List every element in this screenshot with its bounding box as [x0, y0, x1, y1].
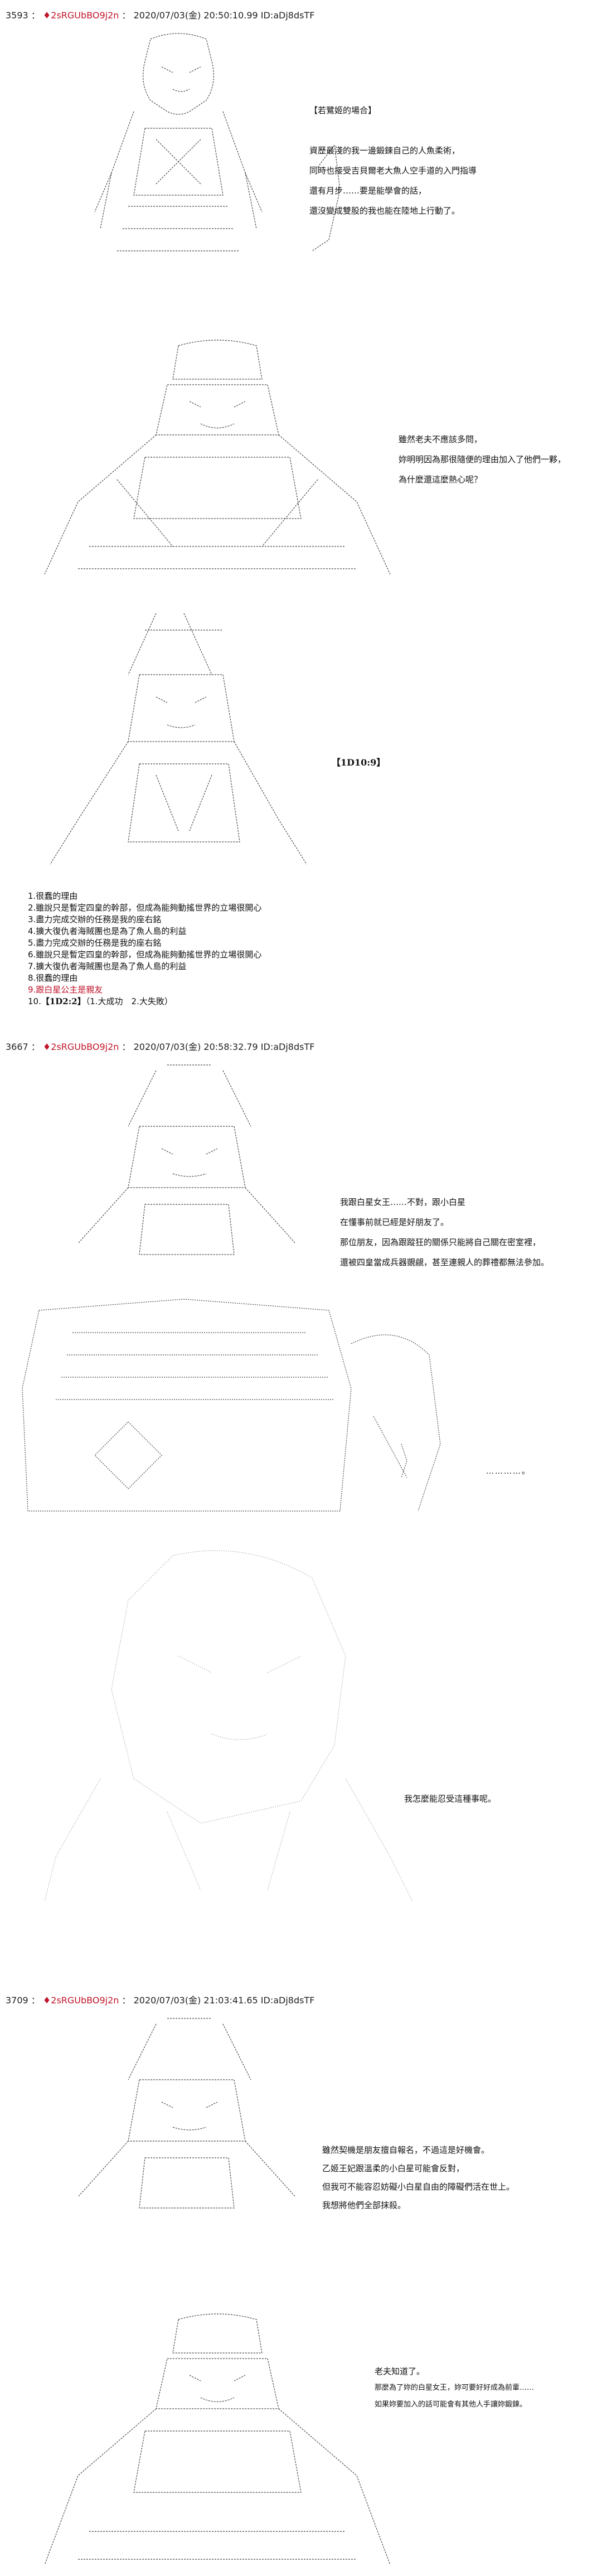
- ascii-art-character: [45, 1059, 346, 1260]
- post-header: 3667 ： ♦2sRGUbBO9j2n ： 2020/07/03(金) 20:…: [6, 1042, 315, 1052]
- dice-result: 【1D2:2】: [41, 996, 86, 1006]
- trip-code: 2sRGUbBO9j2n: [51, 1042, 119, 1052]
- dialogue-box: 老夫知道了。 那麼為了妳的白星女王，妳可要好好成為前輩…… 如果妳要加入的話可能…: [375, 2366, 535, 2409]
- post-datetime: 2020/07/03(金) 20:58:32.79 ID:aDj8dsTF: [133, 1042, 315, 1052]
- ascii-art-two-characters: [17, 1277, 463, 1517]
- ascii-art-jinbe: [33, 335, 401, 580]
- dialogue-heading: 【若鷺姬的場合】: [309, 105, 377, 115]
- dialogue-box: 我怎麼能忍受這種事呢。: [404, 1794, 497, 1804]
- dialogue-ellipsis: …………。: [486, 1467, 531, 1476]
- choice-item: 8.很蠢的理由: [28, 973, 78, 983]
- post-header: 3593 ： ♦2sRGUbBO9j2n ： 2020/07/03(金) 20:…: [6, 10, 315, 21]
- post-number: 3593: [6, 10, 28, 21]
- ascii-art-character-closeup: [33, 1544, 424, 1907]
- dice-result: 【1D10:9】: [332, 757, 386, 768]
- trip-diamond-icon: ♦: [42, 1042, 51, 1052]
- choice-item: 6.雖說只是暫定四皇的幹部，但成為能夠動搖世界的立場很開心: [28, 950, 262, 960]
- dialogue-box: 雖然老夫不應該多問， 妳明明因為那很隨便的理由加入了他們一夥， 為什麼還這麼熱心…: [399, 434, 566, 485]
- choice-list: 1.很蠢的理由 2.雖說只是暫定四皇的幹部，但成為能夠動搖世界的立場很開心 3.…: [28, 890, 261, 1008]
- choice-item: 1.很蠢的理由: [28, 891, 78, 901]
- trip-code: 2sRGUbBO9j2n: [51, 10, 119, 21]
- ascii-art-jinbe: [33, 2308, 401, 2570]
- dialogue-box: 【若鷺姬的場合】 資歷最淺的我一邊鍛鍊自己的人魚柔術， 同時也接受吉貝爾老大魚人…: [309, 100, 477, 221]
- post-number: 3709: [6, 1995, 28, 2006]
- post-header: 3709 ： ♦2sRGUbBO9j2n ： 2020/07/03(金) 21:…: [6, 1995, 315, 2006]
- choice-item: 2.雖說只是暫定四皇的幹部，但成為能夠動搖世界的立場很開心: [28, 903, 262, 913]
- choice-item: 7.擴大復仇者海賊團也是為了魚人島的利益: [28, 961, 187, 971]
- post-datetime: 2020/07/03(金) 20:50:10.99 ID:aDj8dsTF: [133, 10, 315, 21]
- trip-code: 2sRGUbBO9j2n: [51, 1995, 119, 2006]
- dialogue-box: 我跟白星女王……不對，跟小白星 在懂事前就已經是好朋友了。 那位朋友，因為跟蹤狂…: [340, 1197, 550, 1267]
- trip-diamond-icon: ♦: [42, 1995, 51, 2006]
- choice-item: 4.擴大復仇者海賊團也是為了魚人島的利益: [28, 926, 187, 936]
- choice-item: 3.盡力完成交辦的任務是我的座右銘: [28, 914, 162, 924]
- dialogue-box: 雖然契機是朋友擅自報名，不過這是好機會。 乙姬王妃跟溫柔的小白星可能會反對， 但…: [322, 2145, 515, 2210]
- trip-diamond-icon: ♦: [42, 10, 51, 21]
- ascii-art-character: [45, 608, 346, 870]
- choice-item: 5.盡力完成交辦的任務是我的座右銘: [28, 938, 162, 948]
- ascii-art-character: [78, 28, 390, 262]
- post-datetime: 2020/07/03(金) 21:03:41.65 ID:aDj8dsTF: [133, 1995, 315, 2006]
- choice-item-selected: 9.跟白星公主是親友: [28, 985, 103, 995]
- post-number: 3667: [6, 1042, 28, 1052]
- ascii-art-character: [45, 2013, 346, 2214]
- choice-item: 10.【1D2:2】（1.大成功 2.大失敗）: [28, 996, 173, 1006]
